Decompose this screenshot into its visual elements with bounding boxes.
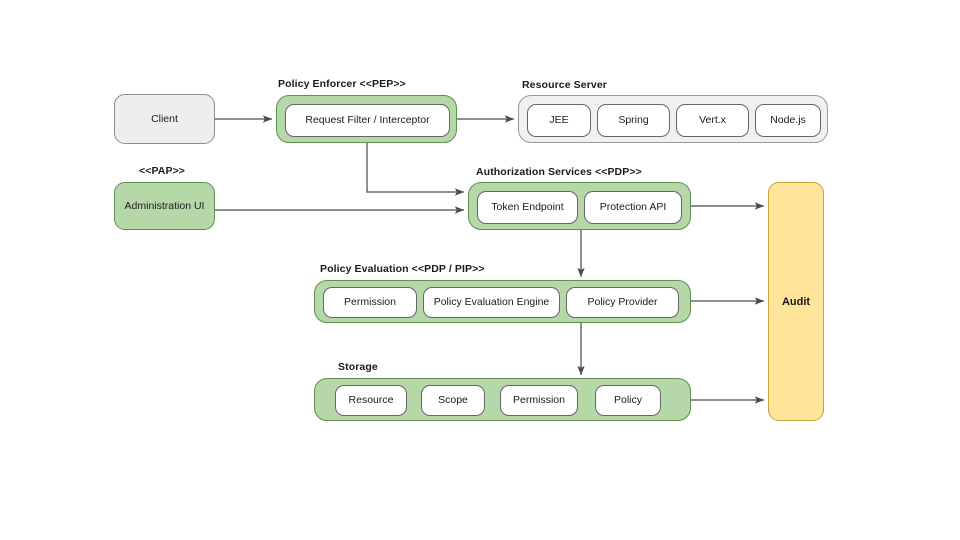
group-label-resource-server: Resource Server (522, 79, 607, 91)
node-audit-label: Audit (781, 295, 811, 308)
chip-authz-0[interactable]: Token Endpoint (477, 190, 578, 224)
chip-policy-evaluation-0[interactable]: Permission (323, 286, 417, 318)
group-label-authorization-services: Authorization Services <<PDP>> (476, 166, 642, 178)
group-policy-evaluation: Permission Policy Evaluation Engine Poli… (314, 280, 691, 323)
group-label-pap: <<PAP>> (139, 165, 186, 177)
node-client[interactable]: Client (114, 94, 215, 144)
chip-authz-1[interactable]: Protection API (584, 190, 682, 224)
chip-resource-server-3[interactable]: Node.js (755, 103, 821, 137)
group-resource-server: JEE Spring Vert.x Node.js (518, 95, 828, 143)
arrow-enforcer-to-authz (366, 142, 465, 196)
chip-storage-2[interactable]: Permission (500, 384, 578, 416)
chip-policy-evaluation-1[interactable]: Policy Evaluation Engine (423, 286, 560, 318)
group-label-policy-evaluation: Policy Evaluation <<PDP / PIP>> (320, 263, 485, 275)
node-client-label: Client (151, 113, 178, 125)
chip-storage-1[interactable]: Scope (421, 384, 485, 416)
chip-policy-evaluation-2[interactable]: Policy Provider (566, 286, 679, 318)
group-policy-enforcer: Request Filter / Interceptor (276, 95, 457, 143)
chip-storage-0[interactable]: Resource (335, 384, 407, 416)
chip-request-filter[interactable]: Request Filter / Interceptor (285, 103, 450, 137)
group-label-policy-enforcer: Policy Enforcer <<PEP>> (278, 78, 406, 90)
chip-resource-server-2[interactable]: Vert.x (676, 103, 749, 137)
chip-resource-server-1[interactable]: Spring (597, 103, 670, 137)
group-label-storage: Storage (338, 361, 378, 373)
chip-resource-server-0[interactable]: JEE (527, 103, 591, 137)
node-administration-ui[interactable]: Administration UI (114, 182, 215, 230)
group-authorization-services: Token Endpoint Protection API (468, 182, 691, 230)
chip-storage-3[interactable]: Policy (595, 384, 661, 416)
group-storage: Resource Scope Permission Policy (314, 378, 691, 421)
node-audit[interactable]: Audit (768, 182, 824, 421)
node-administration-ui-label: Administration UI (124, 200, 205, 212)
